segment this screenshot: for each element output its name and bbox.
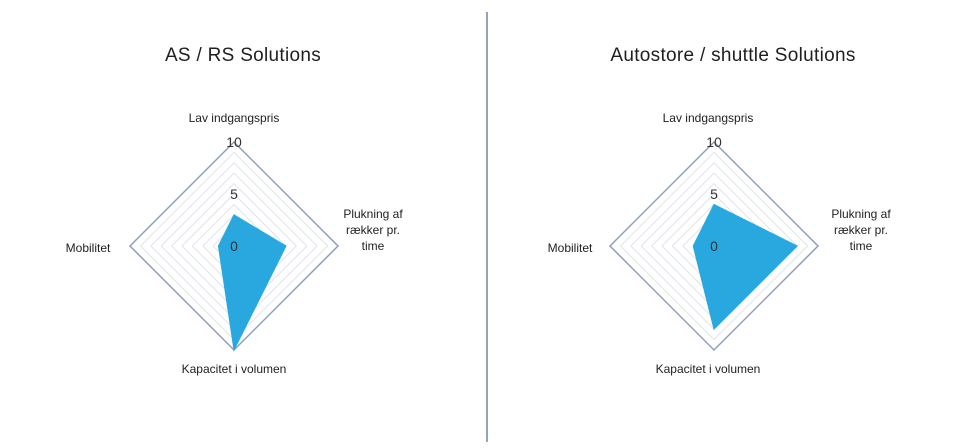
radar-series-area bbox=[692, 203, 799, 331]
radar-series-area bbox=[217, 214, 287, 352]
radar-grid-ring bbox=[619, 151, 809, 341]
chart-title: AS / RS Solutions bbox=[164, 45, 322, 66]
radar-axis-label: Lav indgangspris bbox=[663, 111, 754, 125]
radar-axis-label: Mobilitet bbox=[548, 241, 593, 255]
radar-tick-label: 5 bbox=[710, 186, 718, 202]
radar-axis-label: Lav indgangspris bbox=[189, 111, 280, 125]
radar-axis-label: Mobilitet bbox=[66, 241, 111, 255]
radar-tick-label: 0 bbox=[230, 238, 238, 254]
radar-tick-label: 10 bbox=[226, 134, 242, 150]
radar-tick-label: 0 bbox=[710, 238, 718, 254]
radar-outer-ring bbox=[608, 140, 820, 352]
panel-divider bbox=[486, 12, 488, 442]
radar-panel-autostore: Autostore / shuttle Solutions 0 5 10 Lav in… bbox=[488, 0, 978, 448]
radar-axis-label: Kapacitet i volumen bbox=[656, 362, 761, 376]
radar-tick-label: 10 bbox=[706, 134, 722, 150]
chart-title: Autostore / shuttle Solutions bbox=[610, 45, 856, 66]
radar-axis-label: Kapacitet i volumen bbox=[182, 362, 287, 376]
radar-tick-label: 5 bbox=[230, 186, 238, 202]
